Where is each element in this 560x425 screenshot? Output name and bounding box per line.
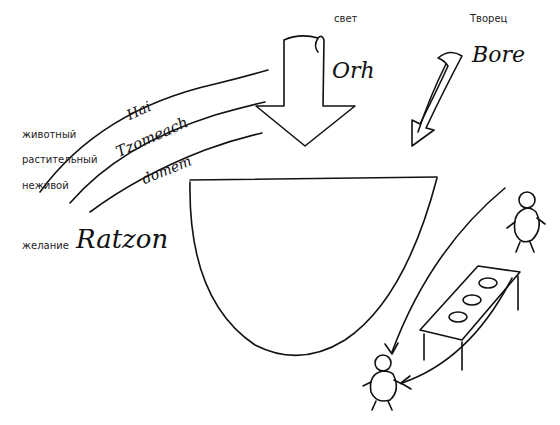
vessel-body — [190, 178, 437, 355]
arrowhead-2 — [401, 376, 411, 389]
arrowhead-1 — [385, 343, 398, 354]
desire-label: желание — [22, 241, 69, 251]
light-arrow — [256, 36, 355, 146]
arc-label: domem — [140, 153, 194, 186]
creator-arrow — [412, 52, 462, 146]
person-bottom — [363, 355, 402, 410]
creator-hebrew-label: Bore — [472, 44, 525, 66]
arc-label: Tzomeach — [114, 115, 190, 160]
vessel-rim — [190, 177, 437, 180]
level-label: растительный — [22, 155, 98, 165]
person-top — [507, 192, 545, 252]
arc-tzomeach — [70, 102, 265, 203]
creator-label: Творец — [470, 14, 507, 24]
level-label: неживой — [22, 181, 69, 191]
arrow-person-to-person — [392, 188, 505, 352]
light-label: свет — [334, 14, 357, 24]
level-label: животный — [22, 130, 76, 140]
creator-arrow-inner — [418, 64, 446, 132]
table — [420, 266, 520, 370]
arrow-shaft-curl — [316, 38, 319, 52]
arc-label: Hai — [124, 99, 153, 122]
light-hebrew-label: Orh — [332, 60, 375, 82]
arrow-table-to-person — [402, 278, 512, 383]
desire-hebrew-label: Ratzon — [76, 226, 168, 252]
